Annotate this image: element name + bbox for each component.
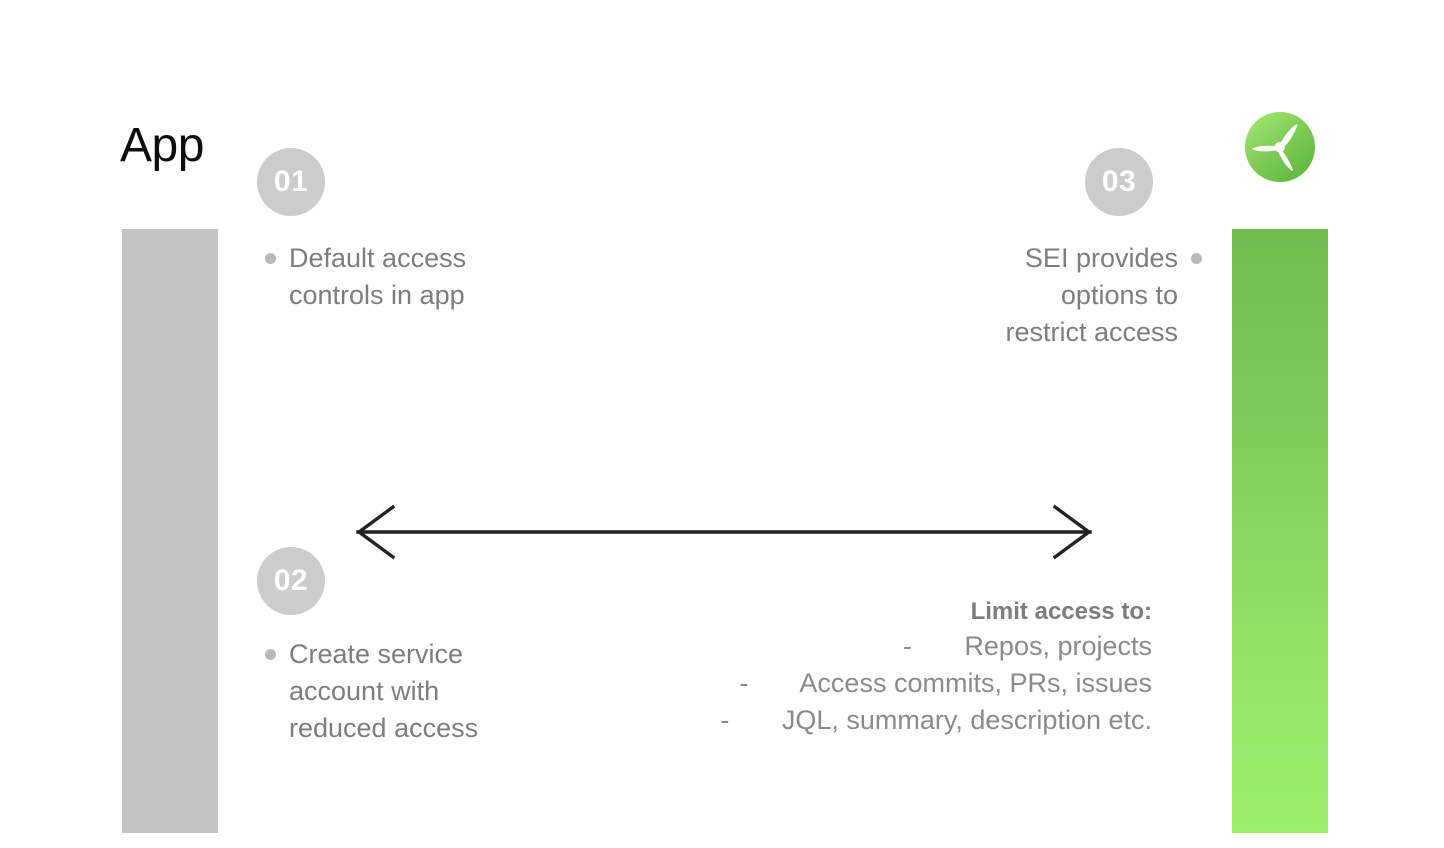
step-line: reduced access	[289, 713, 479, 743]
step-line: Default access	[289, 243, 467, 273]
harness-sei-logo	[1244, 111, 1316, 183]
limit-access-block: Limit access to: - Repos, projects - Acc…	[592, 596, 1152, 739]
bullet-dot-icon	[265, 649, 276, 660]
limit-access-item: - Repos, projects	[902, 631, 1152, 661]
step-badge-02: 02	[257, 547, 325, 615]
step-line: controls in app	[289, 280, 465, 310]
step-text-01: Default access controls in app	[265, 240, 549, 314]
step-line: SEI provides	[1024, 243, 1178, 273]
step-line: Create service	[289, 639, 464, 669]
step-line: options to	[1060, 280, 1178, 310]
bidirectional-arrow	[352, 500, 1096, 564]
step-badge-01: 01	[257, 148, 325, 216]
bullet-dot-icon	[265, 253, 276, 264]
step-text-02: Create service account with reduced acce…	[265, 636, 549, 747]
step-badge-03: 03	[1085, 148, 1153, 216]
step-line: account with	[289, 676, 440, 706]
step-text-03: SEI provides options to restrict access	[898, 240, 1202, 351]
app-column-bar	[122, 229, 218, 833]
arrow-left-right-icon	[356, 504, 1092, 560]
bullet-dot-icon	[1191, 253, 1202, 264]
limit-access-item: - JQL, summary, description etc.	[720, 705, 1152, 735]
sei-column-bar	[1232, 229, 1328, 833]
step-line: restrict access	[1005, 317, 1178, 347]
limit-access-heading: Limit access to:	[970, 598, 1152, 625]
limit-access-item: - Access commits, PRs, issues	[739, 668, 1152, 698]
page-title: App	[120, 119, 204, 172]
propeller-icon	[1245, 112, 1315, 182]
